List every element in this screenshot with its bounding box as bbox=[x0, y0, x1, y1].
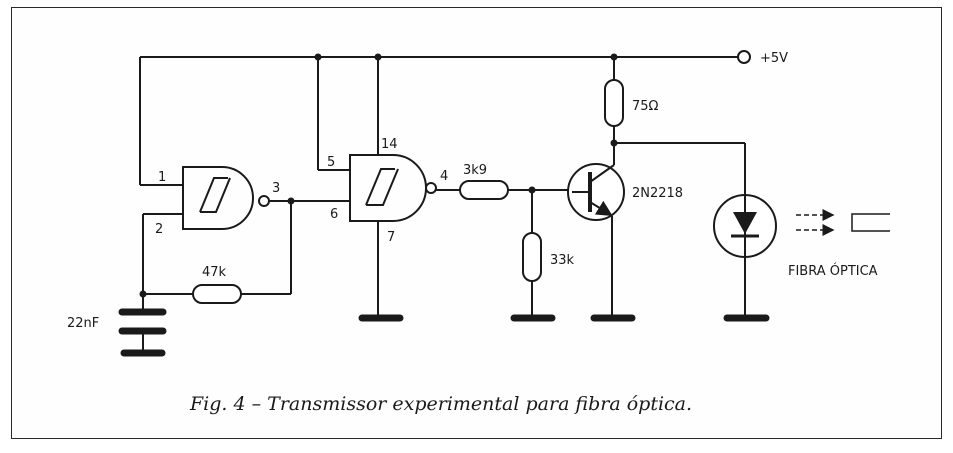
pin-5-label: 5 bbox=[327, 155, 335, 170]
pin-2-label: 2 bbox=[155, 222, 163, 237]
pin-1-label: 1 bbox=[158, 170, 166, 185]
resistor-3k9-label: 3k9 bbox=[463, 163, 487, 178]
optical-fiber: FIBRA ÓPTICA bbox=[788, 213, 890, 279]
fiber-label: FIBRA ÓPTICA bbox=[788, 263, 878, 279]
led-emitter bbox=[614, 142, 777, 322]
schmitt-nand-gate-1: 1 2 3 bbox=[155, 166, 280, 237]
resistor-3k9: 3k9 bbox=[436, 163, 572, 200]
pin-6-label: 6 bbox=[330, 207, 338, 222]
pin-7-label: 7 bbox=[387, 230, 395, 245]
schmitt-nand-gate-2: 5 6 14 7 4 bbox=[317, 57, 448, 322]
pin-14-label: 14 bbox=[381, 137, 398, 152]
capacitor-label: 22nF bbox=[67, 316, 99, 331]
resistor-75ohm: 75Ω bbox=[604, 57, 659, 143]
resistor-33k-label: 33k bbox=[550, 253, 575, 268]
resistor-47k: 47k bbox=[143, 265, 291, 304]
pin-4-label: 4 bbox=[440, 169, 448, 184]
pin-3-label: 3 bbox=[272, 181, 280, 196]
supply-label: +5V bbox=[760, 51, 788, 66]
transistor-label: 2N2218 bbox=[632, 186, 683, 201]
resistor-75ohm-label: 75Ω bbox=[632, 99, 659, 114]
capacitor-22nf: 22nF bbox=[67, 308, 167, 357]
light-arrows bbox=[796, 209, 835, 236]
figure-caption: Fig. 4 – Transmissor experimental para f… bbox=[189, 393, 692, 415]
transistor-2n2218: 2N2218 bbox=[567, 143, 683, 322]
figure-frame bbox=[11, 7, 942, 439]
supply-terminal bbox=[737, 50, 751, 64]
resistor-47k-label: 47k bbox=[202, 265, 227, 280]
resistor-33k: 33k bbox=[510, 190, 575, 322]
schmitt-symbol-2 bbox=[365, 168, 399, 206]
schmitt-symbol-1 bbox=[199, 177, 231, 213]
